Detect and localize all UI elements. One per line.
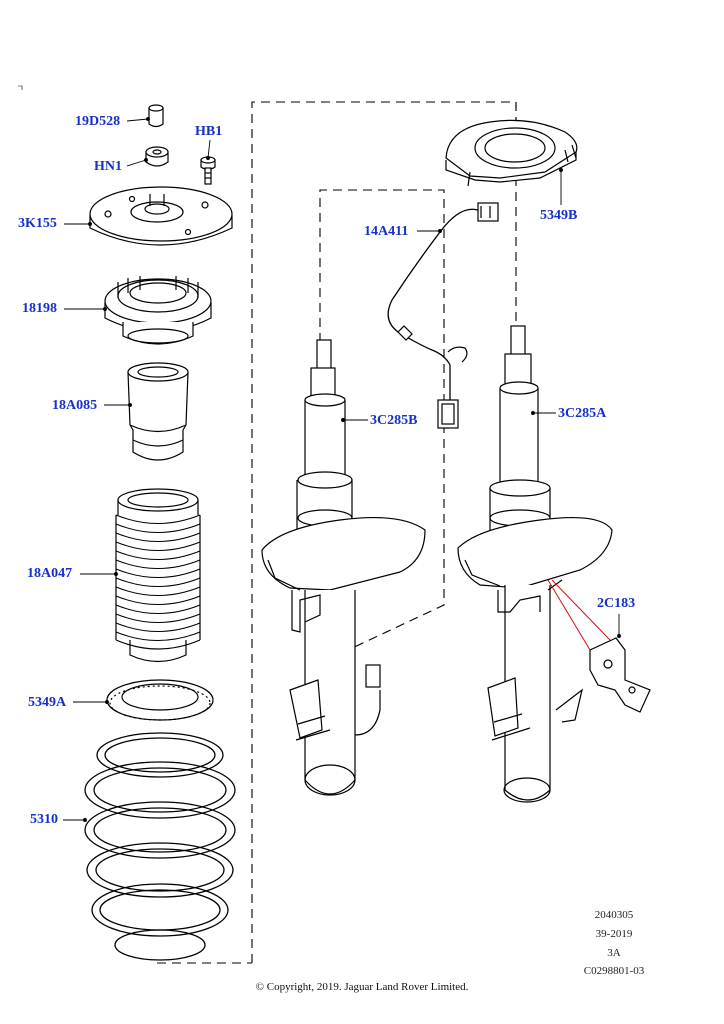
highlight-lines	[547, 579, 611, 651]
bump-stop-18A085[interactable]	[127, 362, 189, 461]
callout-3C285A[interactable]: 3C285A	[558, 406, 607, 421]
callout-HB1[interactable]: HB1	[195, 124, 223, 139]
callout-14A411[interactable]: 14A411	[364, 224, 409, 239]
corner-mark	[18, 85, 23, 90]
callout-2C183[interactable]: 2C183	[597, 596, 636, 611]
nut-HN1[interactable]	[145, 146, 169, 167]
top-mount-3K155[interactable]	[89, 186, 233, 246]
bracket-2C183[interactable]	[589, 637, 651, 713]
callout-5349B[interactable]: 5349B	[540, 208, 578, 223]
reference-code-1: 2040305	[594, 909, 634, 921]
reference-code-3: 3A	[607, 947, 621, 959]
cap-19D528[interactable]	[148, 104, 164, 128]
bolt-HB1[interactable]	[200, 156, 216, 185]
callout-3C285B[interactable]: 3C285B	[370, 413, 418, 428]
bearing-18198[interactable]	[104, 276, 212, 345]
callout-5310[interactable]: 5310	[30, 812, 58, 827]
callout-19D528[interactable]: 19D528	[75, 114, 121, 129]
copyright-notice: © Copyright, 2019. Jaguar Land Rover Lim…	[255, 981, 469, 993]
callout-18198[interactable]: 18198	[22, 301, 57, 316]
strut-3C285A[interactable]	[457, 325, 613, 803]
callout-18A085[interactable]: 18A085	[52, 398, 98, 413]
dust-boot-18A047[interactable]	[115, 488, 201, 663]
reference-code-4: C0298801-03	[583, 965, 645, 977]
strut-3C285B[interactable]	[261, 339, 426, 796]
spring-seat-5349A[interactable]	[106, 679, 214, 721]
callout-5349A[interactable]: 5349A	[28, 695, 67, 710]
reference-code-2: 39-2019	[595, 928, 633, 940]
callout-HN1[interactable]: HN1	[94, 159, 122, 174]
callout-18A047[interactable]: 18A047	[27, 566, 73, 581]
leader-lines	[63, 117, 621, 822]
callout-3K155[interactable]: 3K155	[18, 216, 57, 231]
coil-spring-5310[interactable]	[84, 732, 236, 961]
spring-seat-5349B[interactable]	[445, 119, 578, 187]
